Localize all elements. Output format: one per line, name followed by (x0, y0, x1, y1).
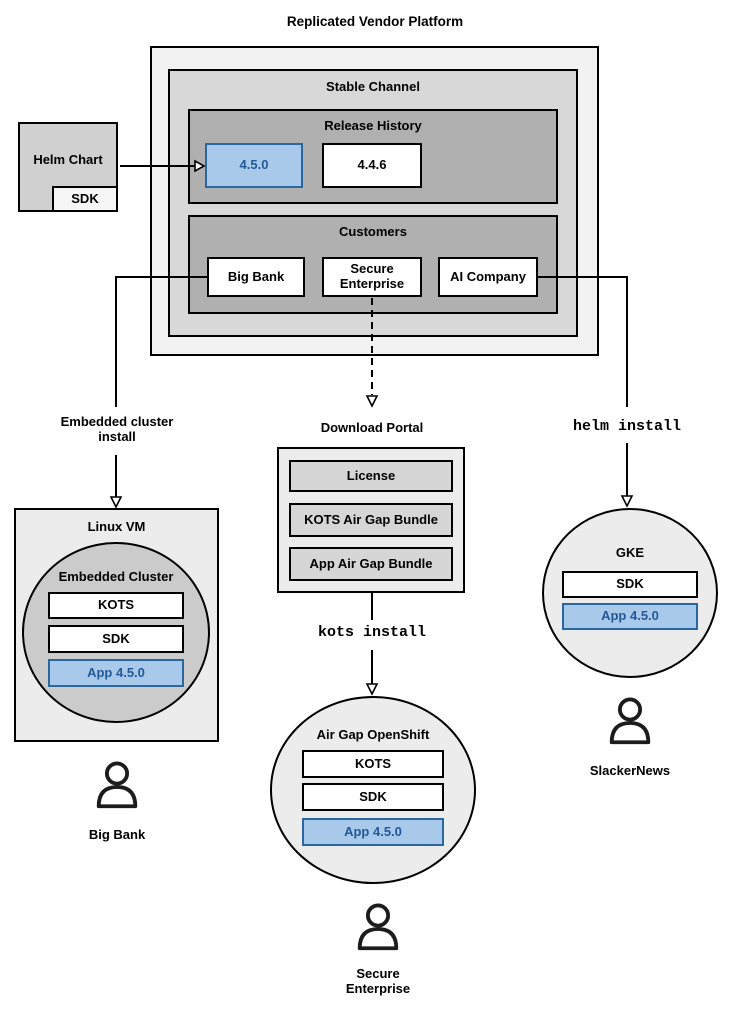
customer-chip-ai-company: AI Company (438, 257, 538, 297)
component-chip-kots: KOTS (302, 750, 444, 778)
component-chip-sdk: SDK (48, 625, 184, 653)
arrowhead-gke (620, 495, 634, 508)
embedded-cluster-install-label: Embedded cluster install (60, 414, 174, 445)
arrowhead-openshift (365, 683, 379, 696)
person-icon (357, 903, 399, 951)
component-chip-app-450: App 4.5.0 (562, 603, 698, 630)
release-chip-4-4-6: 4.4.6 (322, 143, 422, 188)
embedded-cluster-title: Embedded Cluster (58, 569, 174, 584)
customer-chip-secure-enterprise: Secure Enterprise (322, 257, 422, 297)
component-chip-kots: KOTS (48, 592, 184, 619)
customers-title: Customers (339, 224, 407, 239)
persona-label-big-bank: Big Bank (88, 827, 146, 842)
persona-label-secure-enterprise: Secure Enterprise (345, 966, 411, 997)
arrowhead-download-portal (365, 395, 379, 408)
component-chip-sdk: SDK (562, 571, 698, 598)
release-history-title: Release History (324, 118, 422, 133)
portal-item-kots-airgap-bundle: KOTS Air Gap Bundle (289, 503, 453, 537)
component-chip-app-450: App 4.5.0 (302, 818, 444, 846)
component-chip-app-450: App 4.5.0 (48, 659, 184, 687)
person-icon (609, 697, 651, 745)
release-chip-4-5-0: 4.5.0 (205, 143, 303, 188)
portal-item-license: License (289, 460, 453, 492)
portal-item-app-airgap-bundle: App Air Gap Bundle (289, 547, 453, 581)
arrowhead-linux-vm (109, 496, 123, 509)
platform-title: Replicated Vendor Platform (286, 14, 464, 29)
air-gap-openshift-title: Air Gap OpenShift (316, 727, 430, 742)
stable-channel-title: Stable Channel (326, 79, 420, 94)
customer-chip-big-bank: Big Bank (207, 257, 305, 297)
kots-install-label: kots install (317, 624, 427, 641)
component-chip-sdk: SDK (302, 783, 444, 811)
helm-install-label: helm install (572, 418, 682, 435)
gke-title: GKE (615, 545, 645, 560)
helm-sdk-box: SDK (52, 186, 118, 212)
helm-chart-label: Helm Chart (33, 152, 103, 167)
linux-vm-title: Linux VM (87, 519, 146, 534)
persona-label-slackernews: SlackerNews (589, 763, 671, 778)
download-portal-title: Download Portal (320, 420, 424, 435)
person-icon (96, 761, 138, 809)
